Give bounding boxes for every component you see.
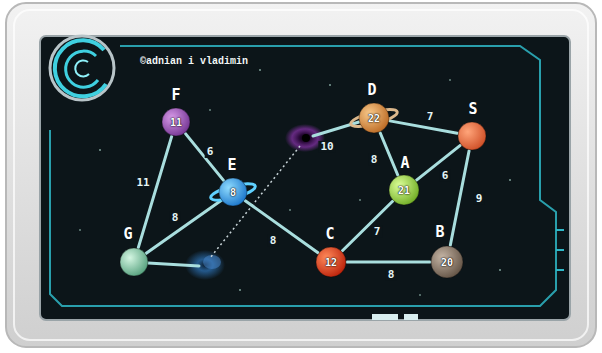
logo-arc	[75, 60, 89, 76]
planet-value: 21	[389, 185, 419, 196]
planet-node: B20	[431, 246, 463, 278]
planet-body	[316, 247, 346, 277]
distance-label: 7	[425, 111, 436, 123]
planet-body	[162, 108, 190, 136]
planet-body	[458, 122, 486, 150]
star	[329, 84, 331, 86]
planet-letter: S	[468, 102, 477, 117]
planet-letter: B	[435, 225, 444, 240]
route-line	[347, 261, 430, 264]
planet-letter: F	[171, 88, 180, 103]
star	[239, 289, 241, 291]
screen-tab	[404, 314, 418, 320]
distance-label: 9	[474, 193, 485, 205]
distance-label: 10	[318, 141, 335, 153]
screen-notches	[556, 230, 564, 270]
logo	[50, 36, 114, 100]
black-hole-core	[302, 134, 310, 142]
distance-label: 8	[268, 235, 279, 247]
distance-label: 6	[205, 146, 216, 158]
wormhole-path	[210, 146, 300, 258]
planet-letter: C	[325, 227, 334, 242]
route-line	[185, 134, 223, 181]
planet-letter: D	[367, 83, 376, 98]
planet-body	[389, 175, 419, 205]
planet-letter: G	[123, 227, 132, 242]
star	[499, 269, 501, 271]
distance-label: 11	[134, 177, 151, 189]
planet-node: F11	[162, 108, 190, 136]
distance-label: 6	[440, 170, 451, 182]
planet-shape	[120, 248, 148, 276]
logo-arc	[66, 51, 98, 87]
screen	[40, 36, 570, 320]
distance-label: 8	[369, 154, 380, 166]
route-line	[138, 136, 171, 247]
logo-ring	[50, 36, 114, 100]
planet-letter: A	[400, 156, 409, 171]
planet-value: 22	[359, 113, 389, 124]
frame-body	[6, 3, 596, 347]
planet-node: G	[120, 248, 148, 276]
star	[289, 209, 290, 210]
distance-label: 8	[386, 269, 397, 281]
star	[449, 79, 450, 80]
frame-bevel	[14, 10, 588, 340]
planet-node: D22	[359, 103, 389, 133]
planet-body	[431, 246, 463, 278]
route-line	[342, 201, 392, 251]
route-line	[417, 145, 461, 180]
planet-value: 8	[219, 187, 247, 198]
star	[359, 199, 360, 200]
planet-shape	[458, 122, 486, 150]
route-line	[146, 201, 221, 254]
planet-body	[120, 248, 148, 276]
route-line	[245, 201, 318, 253]
planet-letter: E	[227, 158, 236, 173]
planet-node: A21	[389, 175, 419, 205]
planet-node: C12	[316, 247, 346, 277]
copyright-title: ©adnian i vladimin	[140, 56, 248, 67]
route-line	[148, 263, 199, 266]
screen-border	[50, 46, 556, 306]
logo-arc	[55, 40, 106, 96]
planet-body	[359, 103, 389, 133]
planet-node: S	[458, 122, 486, 150]
planet-body	[219, 178, 247, 206]
star	[419, 294, 420, 295]
star	[79, 229, 80, 230]
planet-value: 11	[162, 117, 190, 128]
route-line	[450, 151, 469, 246]
nebula-wisp	[203, 255, 221, 269]
star	[509, 179, 511, 181]
route-line	[380, 133, 398, 175]
star	[209, 109, 210, 110]
distance-label: 8	[170, 212, 181, 224]
screen-tab	[372, 314, 398, 320]
planet-node: E8	[219, 178, 247, 206]
star	[99, 149, 101, 151]
planet-value: 12	[316, 257, 346, 268]
planet-value: 20	[431, 257, 463, 268]
route-line	[390, 121, 458, 133]
distance-label: 7	[372, 226, 383, 238]
star	[259, 69, 261, 71]
